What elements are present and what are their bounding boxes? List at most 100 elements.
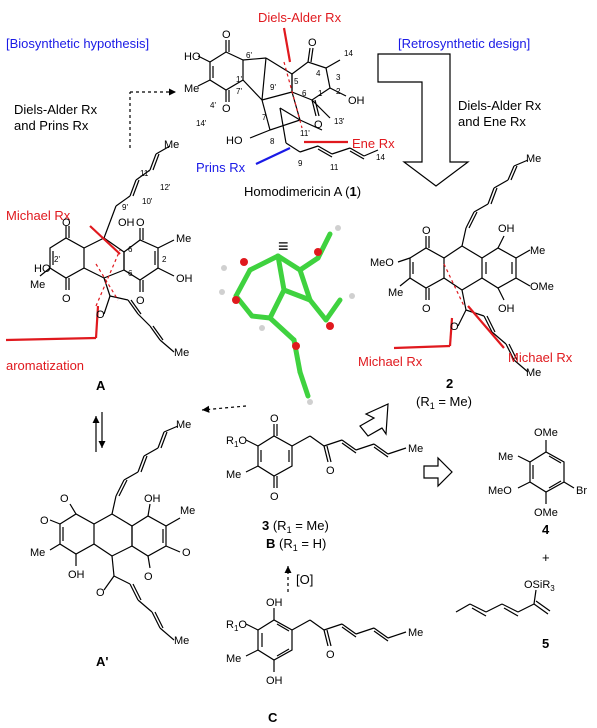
svg-text:OMe: OMe bbox=[534, 427, 558, 439]
svg-text:O: O bbox=[222, 29, 231, 41]
diels-alder-label: Diels-Alder Rx bbox=[258, 10, 342, 25]
svg-text:13': 13' bbox=[334, 117, 345, 126]
svg-text:6: 6 bbox=[302, 89, 307, 98]
svg-text:Me: Me bbox=[388, 287, 403, 299]
svg-text:Me: Me bbox=[408, 443, 423, 455]
svg-text:5: 5 bbox=[294, 77, 299, 86]
michael-2-left-marker bbox=[448, 317, 454, 347]
aromatization-marker bbox=[94, 305, 100, 339]
svg-text:2: 2 bbox=[336, 87, 341, 96]
header-biosynthetic: [Biosynthetic hypothesis] bbox=[6, 36, 149, 51]
svg-text:O: O bbox=[314, 119, 323, 131]
svg-text:OH: OH bbox=[68, 569, 85, 581]
equivalence-symbol: ≡ bbox=[278, 236, 289, 256]
left-arrow-label-2: and Prins Rx bbox=[14, 118, 89, 133]
3d-oxygen-atoms bbox=[232, 248, 334, 350]
svg-text:HO: HO bbox=[184, 51, 201, 63]
compound-A-label: A bbox=[96, 378, 106, 393]
michael-2-right-marker bbox=[467, 305, 505, 349]
svg-text:11': 11' bbox=[300, 129, 310, 138]
michael-2-right-label: Michael Rx bbox=[508, 350, 573, 365]
svg-text:O: O bbox=[96, 587, 105, 599]
svg-text:9': 9' bbox=[122, 203, 128, 212]
svg-text:14: 14 bbox=[376, 153, 385, 162]
svg-text:6: 6 bbox=[128, 269, 133, 278]
svg-text:OH: OH bbox=[118, 217, 135, 229]
svg-text:10': 10' bbox=[142, 197, 153, 206]
svg-text:3: 3 bbox=[336, 73, 341, 82]
svg-text:4: 4 bbox=[316, 69, 321, 78]
oxidation-label: [O] bbox=[296, 572, 313, 587]
svg-text:OMe: OMe bbox=[534, 507, 558, 519]
michael-A-marker bbox=[89, 225, 121, 255]
svg-text:2': 2' bbox=[54, 255, 60, 264]
svg-text:9: 9 bbox=[298, 159, 303, 168]
right-arrow-label-2: and Ene Rx bbox=[458, 114, 526, 129]
retro-arrow-3 bbox=[359, 403, 389, 437]
prins-bond-marker bbox=[255, 147, 291, 165]
michael-2-left-label: Michael Rx bbox=[358, 354, 423, 369]
svg-text:6': 6' bbox=[246, 51, 252, 60]
svg-text:Me: Me bbox=[180, 505, 195, 517]
svg-text:Me: Me bbox=[30, 547, 45, 559]
svg-text:O: O bbox=[40, 515, 49, 527]
right-arrow-label-1: Diels-Alder Rx bbox=[458, 98, 542, 113]
compound-2-label: 2 bbox=[446, 376, 453, 391]
svg-text:OH: OH bbox=[176, 273, 193, 285]
svg-text:O: O bbox=[326, 465, 335, 477]
svg-text:Me: Me bbox=[526, 367, 541, 379]
svg-text:Me: Me bbox=[30, 279, 45, 291]
svg-text:Me: Me bbox=[408, 627, 423, 639]
svg-text:O: O bbox=[182, 547, 191, 559]
svg-text:Me: Me bbox=[174, 635, 189, 647]
svg-text:O: O bbox=[136, 295, 145, 307]
svg-text:O: O bbox=[222, 103, 231, 115]
svg-text:8: 8 bbox=[270, 137, 275, 146]
svg-text:11': 11' bbox=[140, 169, 150, 178]
compound-C-label: C bbox=[268, 710, 278, 725]
svg-text:Me: Me bbox=[176, 233, 191, 245]
retro-arrow-4 bbox=[423, 456, 453, 488]
svg-text:O: O bbox=[326, 649, 335, 661]
svg-text:OMe: OMe bbox=[530, 281, 554, 293]
left-arrow-label-1: Diels-Alder Rx bbox=[14, 102, 98, 117]
svg-text:Me: Me bbox=[526, 153, 541, 165]
svg-text:O: O bbox=[60, 493, 69, 505]
svg-text:O: O bbox=[422, 225, 431, 237]
svg-text:Me: Me bbox=[226, 469, 241, 481]
svg-text:OH: OH bbox=[498, 223, 515, 235]
svg-text:Me: Me bbox=[498, 451, 513, 463]
svg-text:OSiR3: OSiR3 bbox=[524, 579, 555, 593]
diels-alder-bond-marker bbox=[282, 27, 292, 63]
svg-text:R1O: R1O bbox=[226, 619, 247, 633]
svg-text:Me: Me bbox=[530, 245, 545, 257]
svg-text:OH: OH bbox=[266, 597, 283, 609]
compound-B-caption: B (R1 = H) bbox=[266, 536, 326, 553]
svg-text:14: 14 bbox=[344, 49, 353, 58]
svg-text:O: O bbox=[96, 309, 105, 321]
svg-text:14': 14' bbox=[196, 119, 207, 128]
svg-text:O: O bbox=[62, 217, 71, 229]
header-retrosynthetic: [Retrosynthetic design] bbox=[398, 36, 530, 51]
svg-text:O: O bbox=[270, 491, 279, 503]
atom-labels: HO O Me O 1' 7' 6' 4' 14' 9' 7 5 6 4 3 1… bbox=[30, 29, 587, 687]
svg-text:HO: HO bbox=[34, 263, 51, 275]
svg-text:MeO: MeO bbox=[370, 257, 394, 269]
svg-text:4': 4' bbox=[210, 101, 216, 110]
svg-text:Me: Me bbox=[226, 653, 241, 665]
plus-sign: + bbox=[542, 550, 550, 565]
svg-text:O: O bbox=[308, 37, 317, 49]
svg-text:MeO: MeO bbox=[488, 485, 512, 497]
3d-hydrogen-atoms bbox=[219, 225, 355, 405]
svg-text:O: O bbox=[450, 321, 459, 333]
svg-text:9': 9' bbox=[270, 83, 276, 92]
svg-text:HO: HO bbox=[226, 135, 243, 147]
svg-text:Me: Me bbox=[184, 83, 199, 95]
svg-text:O: O bbox=[270, 413, 279, 425]
svg-text:O: O bbox=[422, 303, 431, 315]
compound-2-r1: (R1 = Me) bbox=[416, 394, 472, 411]
svg-text:Me: Me bbox=[164, 139, 179, 151]
